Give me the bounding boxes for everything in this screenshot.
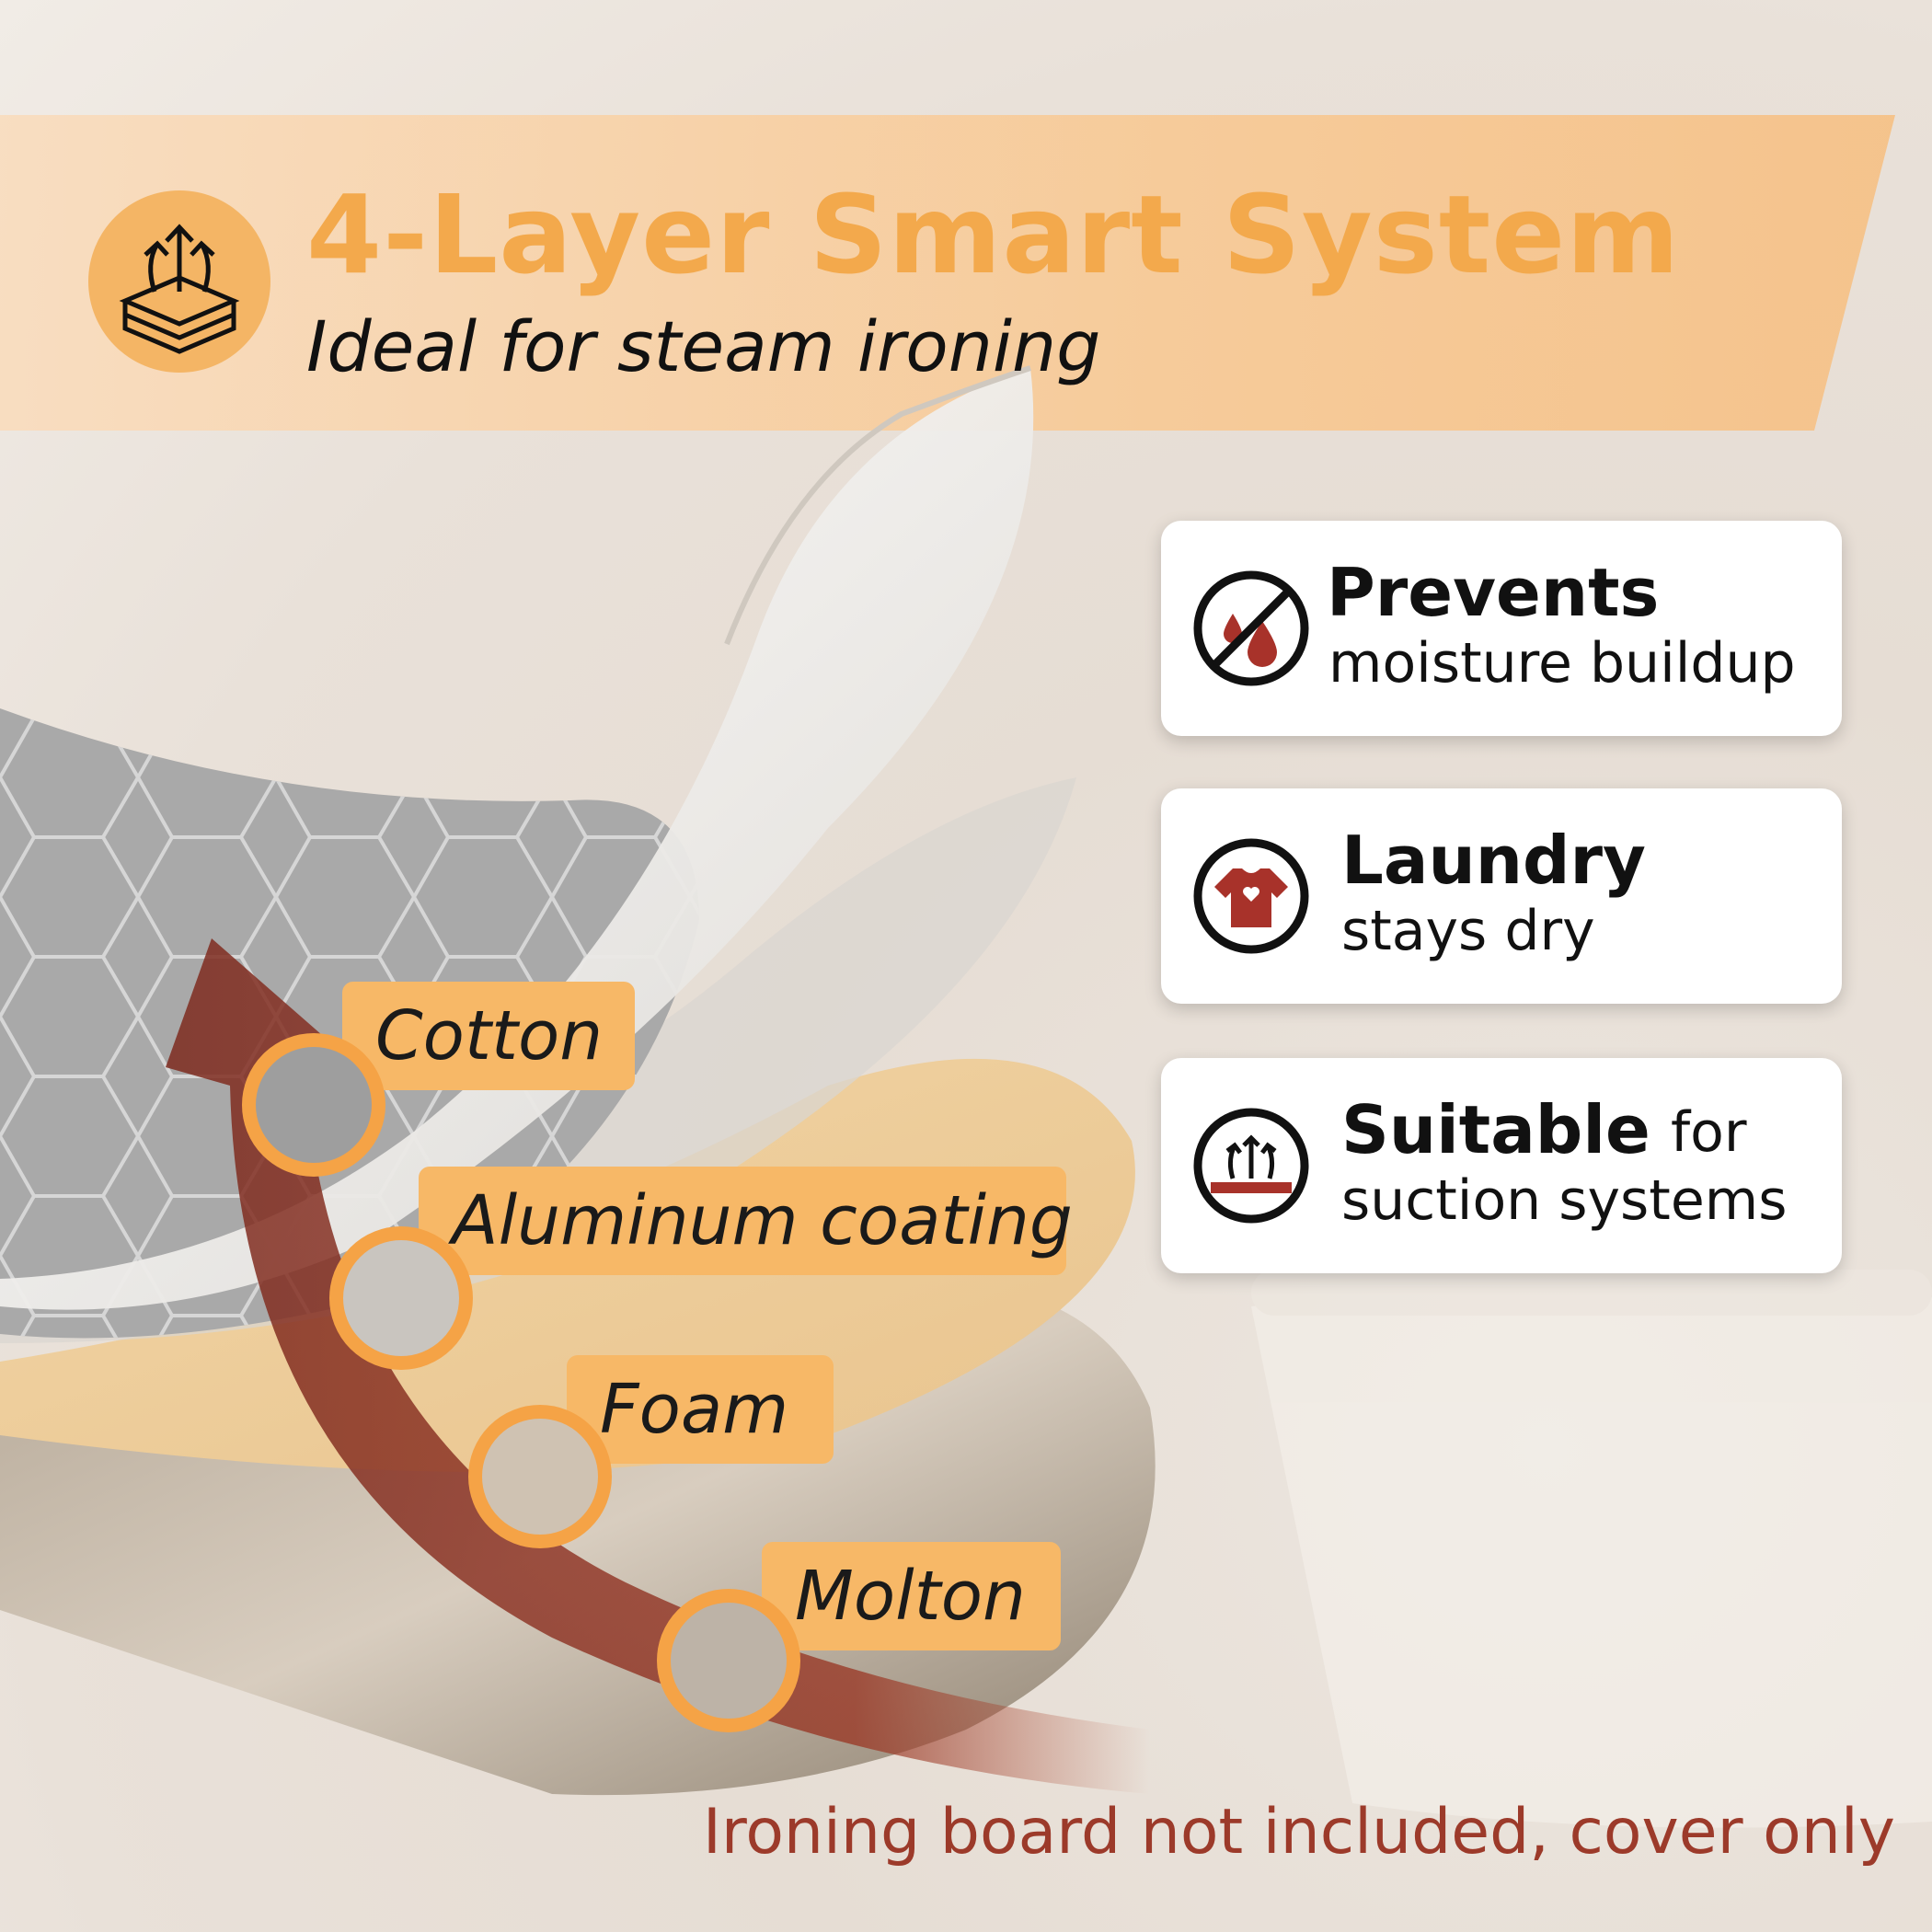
feature-text: stays dry bbox=[1341, 899, 1595, 963]
feature-text: suction systems bbox=[1341, 1168, 1788, 1233]
foam-marker bbox=[468, 1405, 612, 1548]
feature-card-moisture: Prevents moisture buildup bbox=[1161, 521, 1842, 736]
layer-label-cotton: Cotton bbox=[342, 982, 635, 1090]
layer-label-foam: Foam bbox=[567, 1355, 834, 1464]
no-moisture-icon bbox=[1190, 568, 1312, 689]
layer-label-molton: Molton bbox=[762, 1542, 1061, 1650]
top-sheet bbox=[0, 368, 1034, 1310]
layer-label-aluminum: Aluminum coating bbox=[419, 1167, 1073, 1275]
header-banner bbox=[0, 115, 1895, 431]
cotton-marker bbox=[242, 1033, 385, 1177]
suction-icon bbox=[1190, 1105, 1312, 1226]
feature-card-suction: Suitable for suction systems bbox=[1161, 1058, 1842, 1273]
footer-note: Ironing board not included, cover only bbox=[702, 1796, 1895, 1869]
feature-inline-text: for bbox=[1671, 1100, 1747, 1165]
molton-marker bbox=[657, 1589, 800, 1732]
feature-bold: Prevents bbox=[1327, 554, 1660, 631]
aluminum-layer bbox=[0, 777, 1076, 1343]
feature-bold: Suitable bbox=[1341, 1091, 1650, 1168]
page-title: 4-Layer Smart System bbox=[306, 171, 1681, 298]
page-subtitle: Ideal for steam ironing bbox=[306, 305, 1101, 387]
feature-card-dry: Laundry stays dry bbox=[1161, 788, 1842, 1004]
feature-text: moisture buildup bbox=[1328, 631, 1796, 696]
feature-bold: Laundry bbox=[1341, 822, 1646, 899]
aluminum-marker bbox=[329, 1226, 473, 1370]
steam-arrow bbox=[166, 938, 1150, 1794]
dry-shirt-icon bbox=[1190, 835, 1312, 957]
header-layers-icon bbox=[88, 190, 270, 373]
